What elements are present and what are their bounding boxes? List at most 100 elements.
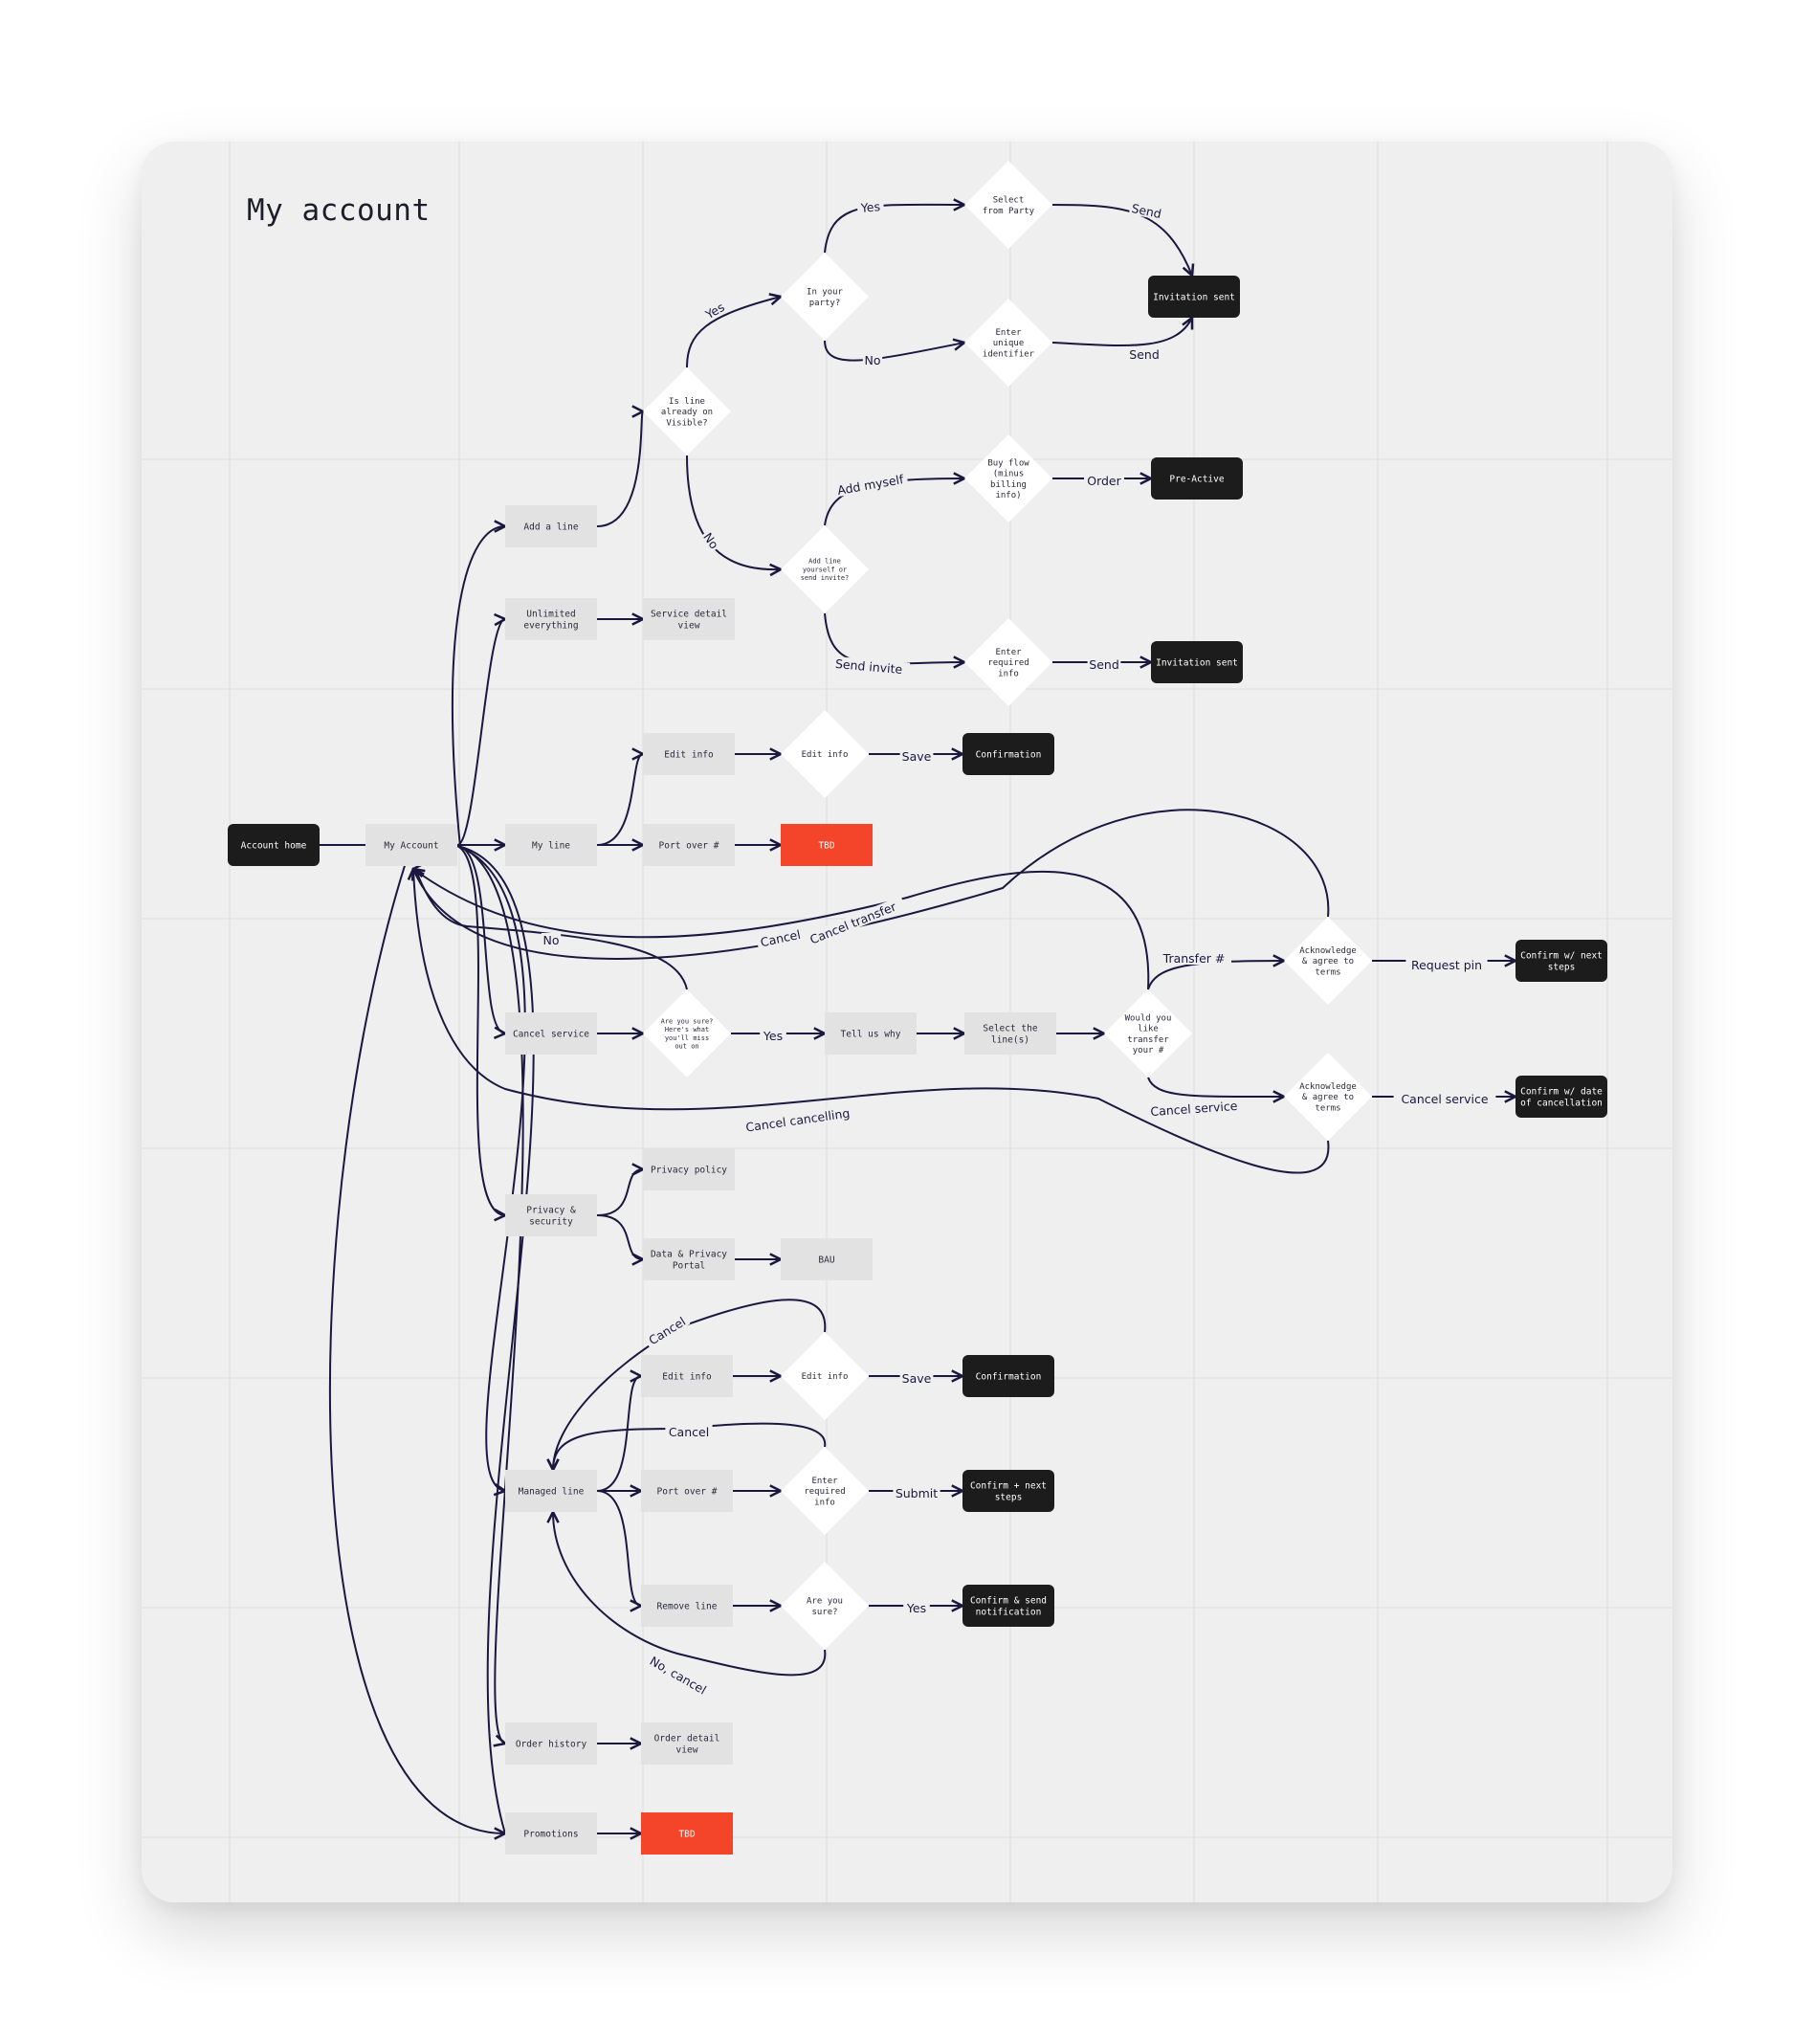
node-invitation-sent-1[interactable]: Invitation sent: [1148, 276, 1240, 318]
connector: [413, 869, 688, 990]
node-my-account[interactable]: My Account: [365, 824, 457, 866]
connector-label-bg: [1157, 951, 1231, 965]
node-promotions[interactable]: Promotions: [505, 1812, 597, 1855]
node-privacy-security[interactable]: Privacy &security: [505, 1194, 597, 1236]
node-pre-active[interactable]: Pre-Active: [1151, 457, 1243, 500]
connector-label-bg: [856, 198, 885, 215]
diamond-shape: [1104, 989, 1192, 1078]
connector: [456, 845, 505, 1033]
node-box: [641, 1470, 733, 1512]
connector-label: Transfer #: [1157, 951, 1231, 966]
node-m-port-over[interactable]: Port over #: [641, 1470, 733, 1512]
diamond-shape: [781, 1447, 869, 1535]
connector: [452, 526, 505, 848]
connector: [413, 869, 1330, 1174]
diamond-shape: [964, 434, 1052, 522]
connectors: [320, 205, 1515, 1833]
node-label: Tell us why: [841, 1029, 901, 1039]
node-tbd-2[interactable]: TBD: [641, 1812, 733, 1855]
node-cancel-service[interactable]: Cancel service: [505, 1012, 597, 1055]
connector: [456, 845, 505, 1215]
node-label: Invitation sent: [1153, 292, 1235, 302]
node-tell-us-why[interactable]: Tell us why: [825, 1012, 917, 1055]
node-box: [643, 733, 735, 775]
connector: [456, 619, 505, 846]
node-remove-line[interactable]: Remove line: [641, 1585, 733, 1627]
node-account-home[interactable]: Account home: [228, 824, 320, 866]
node-label: Edit info: [664, 749, 714, 760]
node-box: [962, 1585, 1054, 1627]
node-tbd-1[interactable]: TBD: [781, 824, 873, 866]
node-bau[interactable]: BAU: [781, 1238, 873, 1280]
connector-label: Add myself: [832, 471, 909, 498]
node-d-m-edit-info[interactable]: Edit info: [781, 1332, 869, 1420]
diamond-shape: [964, 161, 1052, 249]
connector: [413, 809, 1330, 960]
connector-label-bg: [760, 1029, 786, 1042]
connector-label-text: Cancel: [646, 1314, 688, 1347]
node-label: Edit info: [802, 750, 849, 760]
node-invitation-sent-2[interactable]: Invitation sent: [1151, 641, 1243, 683]
node-managed-line[interactable]: Managed line: [505, 1470, 597, 1512]
node-box: [643, 824, 735, 866]
node-m-edit-info[interactable]: Edit info: [641, 1355, 733, 1397]
connector-label-bg: [799, 896, 906, 949]
connector: [328, 844, 505, 1833]
node-confirmation-1[interactable]: Confirmation: [962, 733, 1054, 775]
node-add-a-line[interactable]: Add a line: [505, 505, 597, 547]
connector: [596, 754, 643, 846]
node-label: Edit info: [802, 1372, 849, 1382]
connector-label-bg: [1128, 200, 1164, 221]
node-d-edit-info[interactable]: Edit info: [781, 710, 869, 798]
node-my-line[interactable]: My line: [505, 824, 597, 866]
node-label: Port over #: [657, 1486, 718, 1497]
node-port-over[interactable]: Port over #: [643, 824, 735, 866]
node-order-history[interactable]: Order history: [505, 1722, 597, 1765]
diamond-shape: [781, 253, 869, 341]
node-box: [1151, 457, 1243, 500]
connector-label-text: Cancel: [759, 927, 802, 949]
connector-label: Send: [1127, 347, 1161, 362]
node-privacy-policy[interactable]: Privacy policy: [643, 1148, 735, 1190]
node-box: [643, 1238, 735, 1280]
connector-label: Send: [1087, 657, 1121, 672]
connector-label: Cancel: [756, 926, 806, 949]
connector-label-bg: [665, 1425, 713, 1438]
diamond-shape: [964, 299, 1052, 387]
grid: [142, 142, 1672, 1902]
node-box: [505, 1812, 597, 1855]
connector: [1147, 1077, 1284, 1097]
connector: [456, 845, 524, 1744]
node-box: [1148, 276, 1240, 318]
node-confirmation-2[interactable]: Confirmation: [962, 1355, 1054, 1397]
node-edit-info[interactable]: Edit info: [643, 733, 735, 775]
node-label: Privacy policy: [651, 1165, 727, 1175]
